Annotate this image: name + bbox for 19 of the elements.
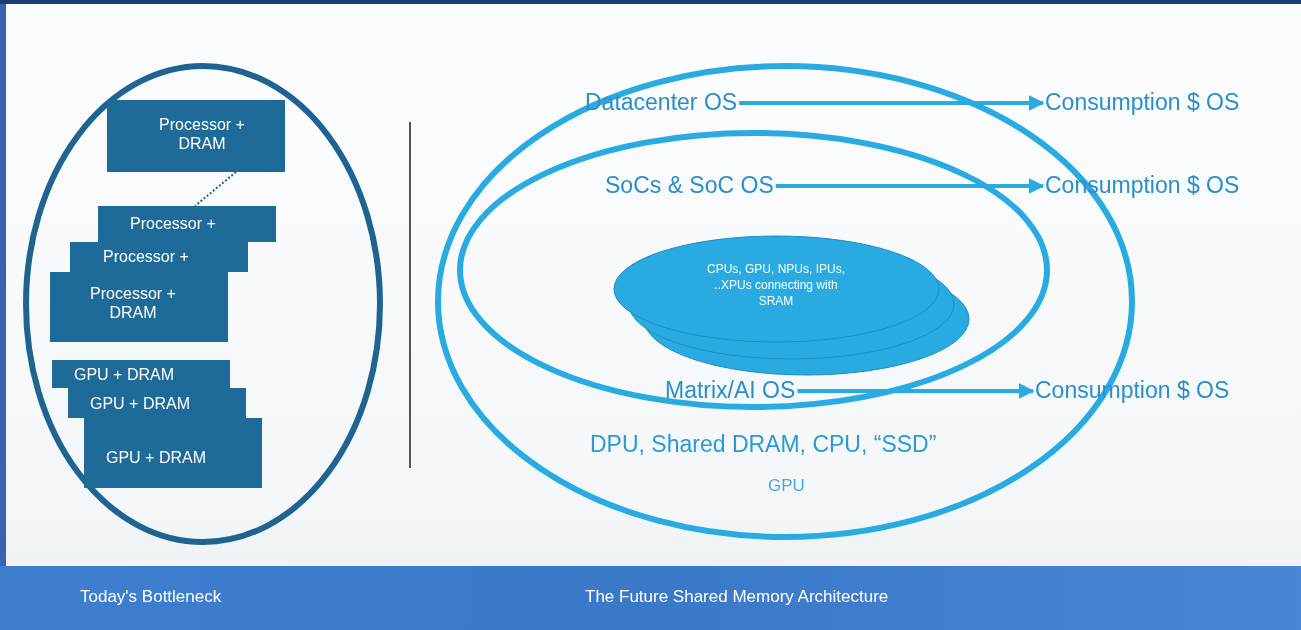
arrow xyxy=(739,95,1045,111)
gpu-box: GPU + DRAM xyxy=(68,388,246,418)
processor-box: Processor + xyxy=(98,206,276,242)
processor-box: Processor + xyxy=(70,242,248,272)
component-text: GPU xyxy=(768,476,805,496)
processor-box: Processor + DRAM xyxy=(107,100,285,172)
caption-text: Today's Bottleneck xyxy=(80,587,222,607)
arrow xyxy=(797,383,1035,399)
component-list-text: DPU, Shared DRAM, CPU, “SSD” xyxy=(590,431,937,458)
gpu-box: GPU + DRAM xyxy=(84,418,262,488)
caption-text: The Future Shared Memory Architecture xyxy=(585,587,889,607)
dotted-connector xyxy=(194,171,237,207)
os-label: SoCs & SoC OS xyxy=(605,170,774,202)
os-label: Matrix/AI OS xyxy=(665,375,796,407)
arrow xyxy=(775,178,1045,194)
processor-box: Processor + DRAM xyxy=(50,272,228,342)
oval-frame xyxy=(23,63,383,545)
consumption-label: Consumption $ OS xyxy=(1045,87,1240,119)
gpu-box: GPU + DRAM xyxy=(52,360,230,388)
